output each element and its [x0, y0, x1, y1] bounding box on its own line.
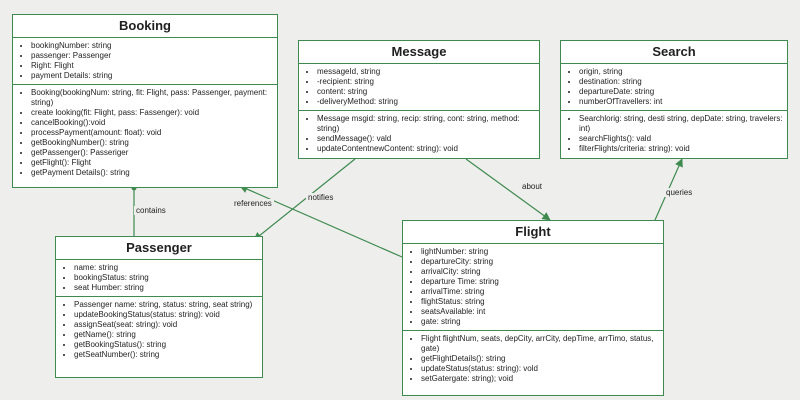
method: getPayment Details(): string	[31, 168, 273, 178]
method: sendMessage(): vald	[317, 134, 535, 144]
attribute: content: string	[317, 87, 535, 97]
class-flight-attributes: lightNumber: string departureCity: strin…	[403, 244, 663, 330]
method: Searchlorig: string, desti string, depDa…	[579, 114, 783, 134]
attribute: messageId, string	[317, 67, 535, 77]
contains-label: contains	[134, 206, 168, 215]
attribute: lightNumber: string	[421, 247, 659, 257]
method: getBookingStatus(): string	[74, 340, 258, 350]
method: getFlight(): Flight	[31, 158, 273, 168]
references-connector	[239, 185, 403, 258]
method: getPassenger(): Passeriger	[31, 148, 273, 158]
class-flight-title: Flight	[403, 221, 663, 244]
class-passenger[interactable]: Passenger name: string bookingStatus: st…	[55, 236, 263, 378]
class-passenger-attributes: name: string bookingStatus: string seat …	[56, 260, 262, 296]
attribute: bookingNumber: string	[31, 41, 273, 51]
attribute: departureCity: string	[421, 257, 659, 267]
class-message[interactable]: Message messageId, string -recipient: st…	[298, 40, 540, 159]
class-message-title: Message	[299, 41, 539, 64]
attribute: name: string	[74, 263, 258, 273]
class-booking-title: Booking	[13, 15, 277, 38]
method: Booking(bookingNum: string, fit: Flight,…	[31, 88, 273, 108]
queries-label: queries	[664, 188, 695, 197]
method: getFlightDetails(): string	[421, 354, 659, 364]
class-search-title: Search	[561, 41, 787, 64]
method: setGatergate: string); void	[421, 374, 659, 384]
attribute: destination: string	[579, 77, 783, 87]
attribute: arrivalCity: string	[421, 267, 659, 277]
method: assignSeat(seat: string): void	[74, 320, 258, 330]
attribute: flightStatus: string	[421, 297, 659, 307]
class-flight[interactable]: Flight lightNumber: string departureCity…	[402, 220, 664, 396]
method: getBookingNumber(): string	[31, 138, 273, 148]
method: Flight flightNum, seats, depCity, arrCit…	[421, 334, 659, 354]
method: cancelBooking():void	[31, 118, 273, 128]
class-message-attributes: messageId, string -recipient: string con…	[299, 64, 539, 110]
method: create looking(fit: Flight, pass: Fassen…	[31, 108, 273, 118]
attribute: passenger: Passenger	[31, 51, 273, 61]
class-booking-methods: Booking(bookingNum: string, fit: Flight,…	[13, 84, 277, 181]
attribute: payment Details: string	[31, 71, 273, 81]
attribute: -recipient: string	[317, 77, 535, 87]
about-label: about	[520, 182, 545, 191]
class-search[interactable]: Search origin, string destination: strin…	[560, 40, 788, 159]
attribute: gate: string	[421, 317, 659, 327]
method: updateStatus(status: string): vold	[421, 364, 659, 374]
attribute: Right: Flight	[31, 61, 273, 71]
class-search-methods: Searchlorig: string, desti string, depDa…	[561, 110, 787, 157]
class-search-attributes: origin, string destination: string depar…	[561, 64, 787, 110]
notifies-label: notifies	[306, 193, 336, 202]
class-passenger-title: Passenger	[56, 237, 262, 260]
attribute: bookingStatus: string	[74, 273, 258, 283]
class-passenger-methods: Passenger name: string, status: string, …	[56, 296, 262, 363]
method: processPayment(amount: float): void	[31, 128, 273, 138]
class-message-methods: Message msgid: string, recip: string, co…	[299, 110, 539, 157]
notifies-connector	[253, 158, 356, 241]
attribute: origin, string	[579, 67, 783, 77]
method: updateContentnewContent: string): void	[317, 144, 535, 154]
attribute: departureDate: string	[579, 87, 783, 97]
class-flight-methods: Flight flightNum, seats, depCity, arrCit…	[403, 330, 663, 387]
method: searchFlights(): vald	[579, 134, 783, 144]
attribute: seat Humber: string	[74, 283, 258, 293]
method: Message msgid: string, recip: string, co…	[317, 114, 535, 134]
attribute: arrivalTime: string	[421, 287, 659, 297]
class-booking[interactable]: Booking bookingNumber: string passenger:…	[12, 14, 278, 188]
about-connector	[465, 158, 551, 221]
attribute: numberOfTravellers: int	[579, 97, 783, 107]
attribute: seatsAvailable: int	[421, 307, 659, 317]
class-booking-attributes: bookingNumber: string passenger: Passeng…	[13, 38, 277, 84]
method: Passenger name: string, status: string, …	[74, 300, 258, 310]
references-label: references	[232, 199, 274, 208]
method: filterFlights/criteria: string): void	[579, 144, 783, 154]
method: updateBookingStatus(status: string): voi…	[74, 310, 258, 320]
attribute: departure Time: string	[421, 277, 659, 287]
method: getName(): string	[74, 330, 258, 340]
attribute: -deliveryMethod: string	[317, 97, 535, 107]
method: getSeatNumber(): string	[74, 350, 258, 360]
